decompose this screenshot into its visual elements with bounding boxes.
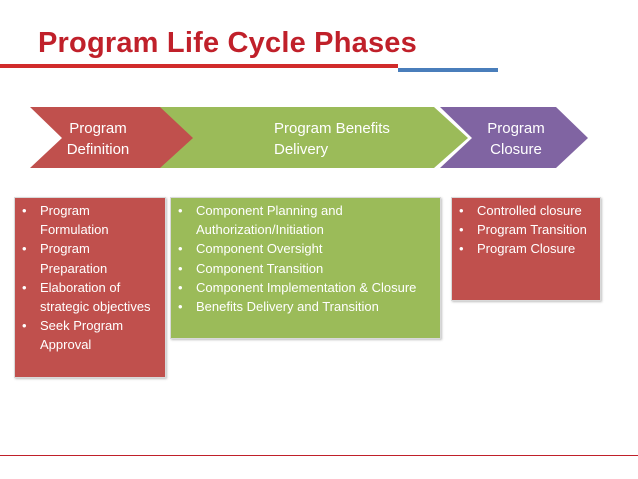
benefits-activities-box: Component Planning and Authorization/Ini… — [170, 197, 441, 339]
phase-label-benefits: Program Benefits Delivery — [274, 120, 390, 158]
activity-item: Program Formulation — [21, 201, 159, 239]
activity-item: Component Oversight — [177, 239, 434, 258]
definition-activities-box: Program Formulation Program Preparation … — [14, 197, 166, 378]
phase-arrow-definition — [30, 107, 195, 168]
activity-item: Seek Program Approval — [21, 316, 159, 354]
footer-divider — [0, 455, 638, 456]
closure-activities-box: Controlled closure Program Transition Pr… — [451, 197, 601, 301]
phase-label-definition: Program Definition — [66, 120, 130, 158]
activity-item: Program Closure — [458, 239, 594, 258]
activity-item: Program Preparation — [21, 239, 159, 277]
activity-item: Component Planning and Authorization/Ini… — [177, 201, 434, 239]
activity-item: Controlled closure — [458, 201, 594, 220]
phase-label-closure: Program Closure — [487, 120, 545, 158]
activity-item: Elaboration of strategic objectives — [21, 278, 159, 316]
activity-item: Component Implementation & Closure — [177, 278, 434, 297]
phase-arrow-closure — [440, 107, 588, 168]
activity-item: Component Transition — [177, 259, 434, 278]
activity-item: Benefits Delivery and Transition — [177, 297, 434, 316]
title-underline-red — [0, 64, 398, 68]
phase-arrow-benefits — [160, 107, 468, 168]
page-title: Program Life Cycle Phases — [38, 27, 417, 59]
title-underline-blue — [398, 68, 498, 72]
activity-item: Program Transition — [458, 220, 594, 239]
